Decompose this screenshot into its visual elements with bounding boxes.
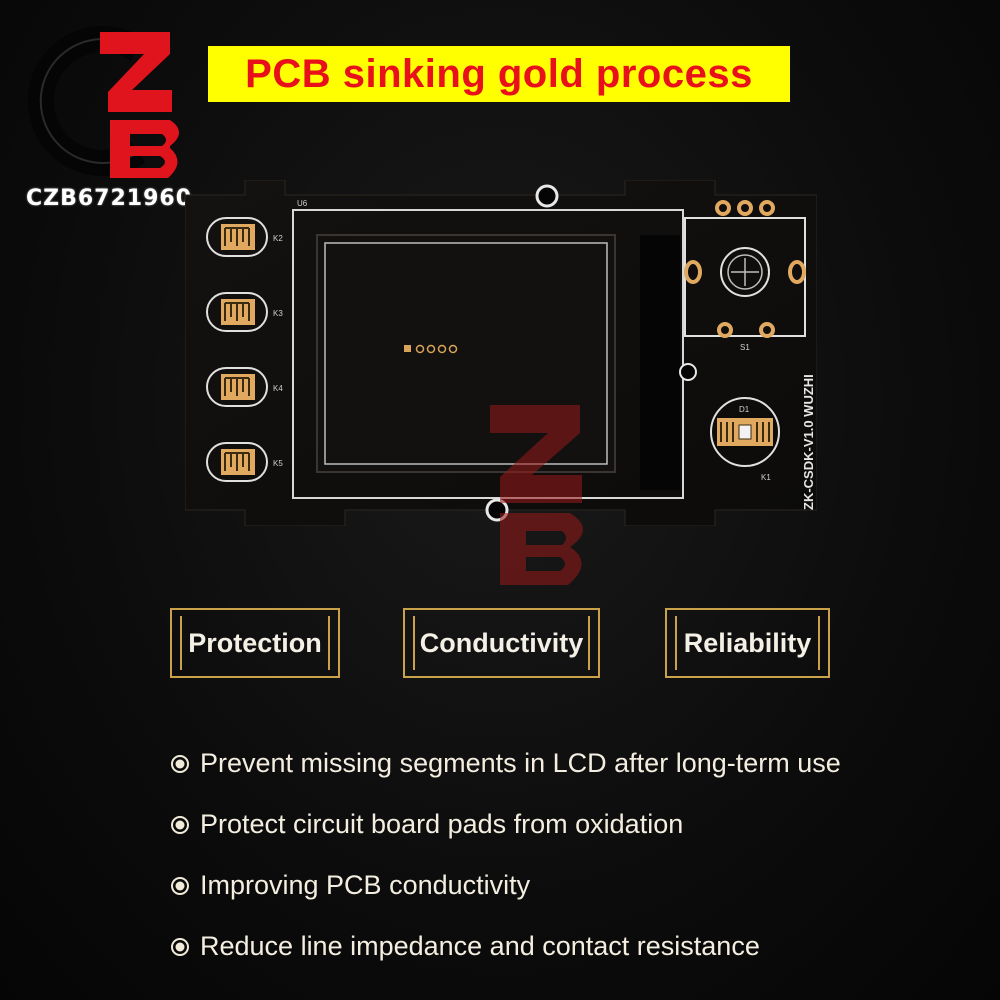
label-k3: K3	[273, 309, 283, 318]
page-title: PCB sinking gold process	[245, 51, 753, 96]
list-item: Improving PCB conductivity	[170, 855, 970, 916]
label-u6: U6	[297, 199, 308, 208]
bullet-circle-icon	[171, 815, 189, 834]
touch-pad-k4: K4	[206, 367, 283, 407]
label-d1: D1	[739, 405, 750, 414]
label-k5: K5	[273, 459, 283, 468]
label-k4: K4	[273, 384, 283, 393]
bullet-text: Prevent missing segments in LCD after lo…	[200, 748, 841, 778]
watermark-logo-icon	[490, 405, 583, 585]
title-banner: PCB sinking gold process	[208, 46, 790, 102]
feature-label: Conductivity	[419, 627, 584, 658]
label-k1: K1	[761, 473, 771, 482]
feature-label: Reliability	[683, 627, 812, 658]
brand-logo: CZB6721960	[20, 20, 200, 211]
pcb-board-image: K2 K3 K4 K5 U6	[185, 180, 817, 526]
touch-pad-k5: K5	[206, 442, 283, 482]
board-name-label: ZK-CSDK-V1.0 WUZHI	[801, 374, 816, 510]
list-item: Prevent missing segments in LCD after lo…	[170, 733, 970, 794]
touch-pad-k2: K2	[206, 217, 283, 257]
bullet-circle-icon	[171, 754, 189, 773]
list-item: Reduce line impedance and contact resist…	[170, 916, 970, 977]
feature-bullet-list: Prevent missing segments in LCD after lo…	[170, 733, 970, 977]
touch-pad-k3: K3	[206, 292, 283, 332]
feature-box-conductivity: Conductivity	[403, 608, 600, 678]
list-item: Protect circuit board pads from oxidatio…	[170, 794, 970, 855]
feature-box-reliability: Reliability	[665, 608, 830, 678]
bullet-text: Reduce line impedance and contact resist…	[200, 931, 760, 961]
feature-label: Protection	[188, 627, 322, 658]
pad-d1-k1: D1 K1	[710, 397, 780, 482]
bullet-text: Protect circuit board pads from oxidatio…	[200, 809, 684, 839]
bullet-circle-icon	[171, 876, 189, 895]
bullet-circle-icon	[171, 937, 189, 956]
label-k2: K2	[273, 234, 283, 243]
bullet-text: Improving PCB conductivity	[200, 870, 531, 900]
brand-name: CZB6721960	[26, 186, 193, 211]
brand-logo-icon	[27, 26, 179, 178]
feature-box-protection: Protection	[170, 608, 340, 678]
label-s1: S1	[740, 343, 750, 352]
rotary-encoder-s1: S1	[684, 200, 806, 352]
